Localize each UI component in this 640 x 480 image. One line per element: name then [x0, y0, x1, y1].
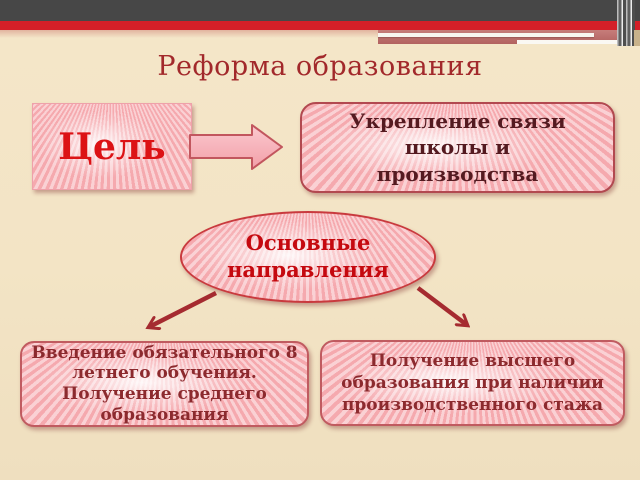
header-corner-block [634, 30, 640, 46]
goal-label: Цель [58, 125, 166, 168]
page-title: Реформа образования [157, 51, 483, 82]
arrow-down-left-icon [149, 290, 218, 327]
header-fade [0, 30, 640, 38]
directions-ellipse: Основные направления [180, 211, 436, 303]
result-line: производства [376, 161, 539, 186]
header-bar [0, 0, 640, 21]
header-highlight-line-1 [378, 33, 594, 37]
goal-result-box: Укрепление связи школы и производства [300, 102, 615, 193]
direction-right-line: Получение высшего [369, 350, 576, 371]
direction-left-line: летнего обучения. [72, 363, 257, 384]
direction-left-line: Введение обязательного 8 [31, 342, 298, 363]
result-line: школы и [404, 135, 511, 160]
direction-left-line: Получение среднего [62, 384, 267, 404]
direction-box-left: Введение обязательного 8 летнего обучени… [20, 341, 309, 427]
direction-right-line: образования при наличии [341, 372, 604, 393]
header-accent-stripe [0, 21, 640, 30]
direction-right-line: производственного стажа [341, 395, 604, 416]
goal-box: Цель [32, 103, 192, 190]
right-arrow-icon [189, 124, 283, 170]
direction-left-line: образования [100, 404, 229, 425]
header-corner-stripes [617, 0, 635, 46]
arrow-down-right-icon [416, 286, 467, 325]
directions-heading-line: Основные [245, 230, 371, 256]
directions-heading-line: направления [227, 257, 389, 282]
header-highlight-line-2 [517, 40, 640, 44]
result-line: Укрепление связи [349, 108, 566, 133]
direction-box-right: Получение высшего образования при наличи… [320, 340, 625, 426]
